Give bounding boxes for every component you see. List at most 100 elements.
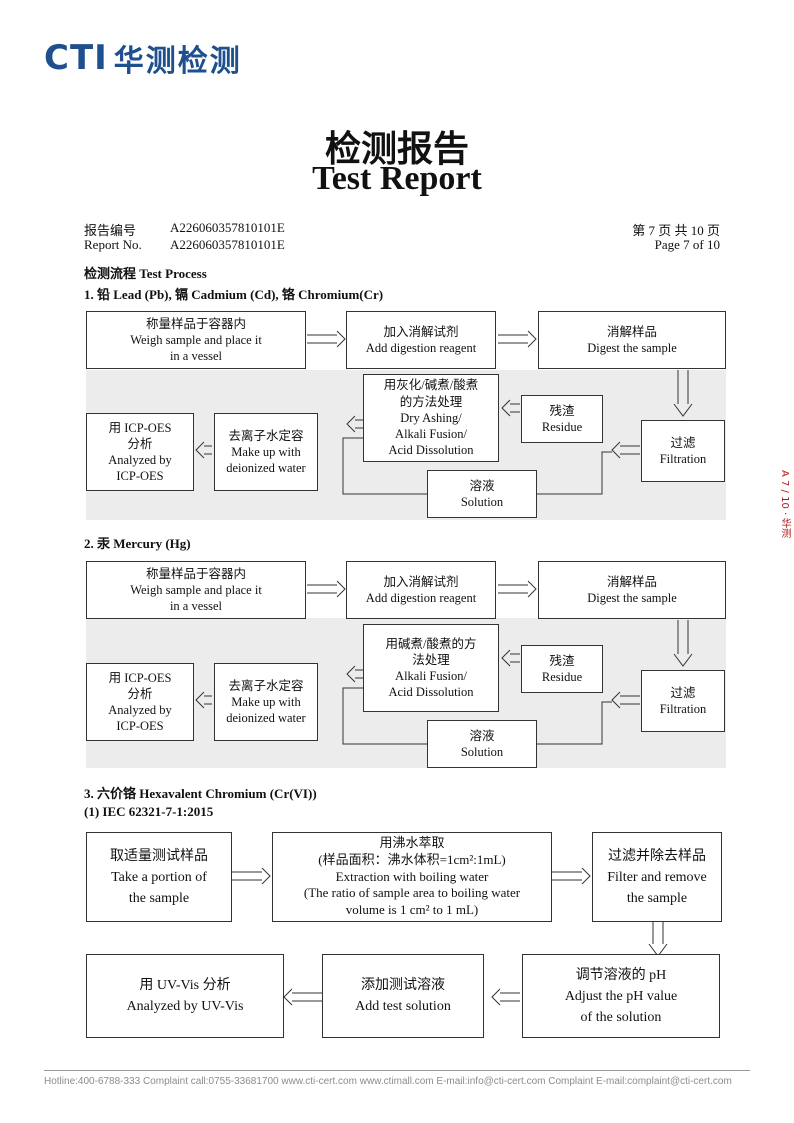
page-indicator-en: Page 7 of 10 (654, 237, 720, 252)
s1-filtration-en: Filtration (659, 452, 707, 466)
s3-extract-cn1: 用沸水萃取 (379, 834, 445, 850)
s3-extract-en2: (The ratio of sample area to boiling wat… (303, 885, 521, 901)
line-s1-sol2 (342, 437, 427, 495)
logo-name-cn: 华测检测 (113, 44, 242, 79)
s1-icp-cn2: 分析 (127, 436, 153, 451)
s2-icp-box: 用 ICP-OES 分析 Analyzed by ICP-OES (86, 663, 194, 741)
s3-ph-box: 调节溶液的 pH Adjust the pH value of the solu… (522, 954, 720, 1038)
s2-icp-cn2: 分析 (127, 686, 153, 701)
arrow-s2-1 (307, 580, 346, 598)
s1-ashing-box: 用灰化/碱煮/酸煮 的方法处理 Dry Ashing/ Alkali Fusio… (363, 374, 499, 462)
s1-icp-cn1: 用 ICP-OES (108, 420, 172, 435)
s1-ashing-en2: Alkali Fusion/ (395, 427, 467, 442)
arrow-s1-1 (307, 330, 346, 348)
s2-solution-box: 溶液 Solution (427, 720, 537, 768)
s2-ashing-en1: Alkali Fusion/ (395, 669, 467, 683)
s1-reagent-cn: 加入消解试剂 (383, 324, 459, 339)
s2-reagent-box: 加入消解试剂 Add digestion reagent (346, 561, 496, 619)
report-no-label-en: Report No. (84, 237, 142, 252)
logo-brand: CTI (44, 38, 108, 78)
s2-digest-cn: 消解样品 (606, 574, 657, 589)
s2-ashing-en2: Acid Dissolution (388, 685, 474, 700)
s2-residue-cn: 残渣 (549, 653, 575, 668)
company-logo: CTI 华测检测 (44, 36, 242, 80)
s1-residue-en: Residue (541, 420, 583, 434)
s1-filtration-cn: 过滤 (670, 435, 696, 450)
arrow-s1-res (501, 399, 520, 417)
report-no-label-cn: 报告编号 (84, 223, 137, 238)
s3-ph-cn: 调节溶液的 pH (575, 967, 667, 983)
s1-reagent-box: 加入消解试剂 Add digestion reagent (346, 311, 496, 369)
s2-solution-cn: 溶液 (469, 728, 495, 743)
s2-weigh-box: 称量样品于容器内 Weigh sample and place it in a … (86, 561, 306, 619)
s2-filtration-box: 过滤 Filtration (641, 670, 725, 732)
report-title-cn: 检测报告 (324, 128, 469, 170)
s2-water-en2: deionized water (226, 711, 306, 726)
s3-testsol-en: Add test solution (355, 999, 451, 1014)
arrow-s2-ash (346, 665, 363, 683)
s3-filter-en2: the sample (626, 890, 688, 906)
s3-extract-en1: Extraction with boiling water (335, 868, 489, 884)
s1-solution-cn: 溶液 (469, 478, 495, 493)
s1-residue-box: 残渣 Residue (521, 395, 603, 443)
s2-residue-box: 残渣 Residue (521, 645, 603, 693)
s2-reagent-en: Add digestion reagent (365, 591, 477, 605)
s3-uvvis-box: 用 UV-Vis 分析 Analyzed by UV-Vis (86, 954, 284, 1038)
report-title-en: Test Report (312, 160, 482, 197)
arrow-s3-3 (491, 988, 520, 1006)
s1-reagent-en: Add digestion reagent (365, 341, 477, 355)
s3-extract-cn2: (样品面积：沸水体积=1cm²:1mL) (318, 851, 506, 867)
s1-weigh-en2: in a vessel (169, 349, 223, 364)
footer-contact: Hotline:400-6788-333 Complaint call:0755… (44, 1076, 732, 1087)
side-seal-mark: A 7 / 10 · 华测 (779, 470, 790, 539)
page-indicator-cn: 第 7 页 共 10 页 (632, 223, 720, 238)
s1-water-en2: deionized water (226, 461, 306, 476)
footer-divider (44, 1070, 750, 1071)
s2-ashing-cn2: 法处理 (412, 652, 450, 667)
arrow-s2-filt (611, 691, 640, 709)
arrow-s1-filt (611, 441, 640, 459)
s3-filter-box: 过滤并除去样品 Filter and remove the sample (592, 832, 722, 922)
section3-subheading: (1) IEC 62321-7-1:2015 (84, 804, 214, 819)
arrow-s1-ash (346, 415, 363, 433)
s2-filtration-en: Filtration (659, 702, 707, 716)
arrow-s3-2 (552, 867, 591, 885)
section2-heading: 2. 汞 Mercury (Hg) (84, 536, 191, 551)
s1-icp-box: 用 ICP-OES 分析 Analyzed by ICP-OES (86, 413, 194, 491)
s2-digest-box: 消解样品 Digest the sample (538, 561, 726, 619)
arrow-s3-4 (283, 988, 322, 1006)
s1-residue-cn: 残渣 (549, 403, 575, 418)
s1-icp-en2: ICP-OES (116, 469, 164, 484)
s2-filtration-cn: 过滤 (670, 685, 696, 700)
s2-water-en1: Make up with (231, 694, 301, 709)
s1-solution-box: 溶液 Solution (427, 470, 537, 518)
s2-weigh-en1: Weigh sample and place it (130, 582, 262, 597)
s2-reagent-cn: 加入消解试剂 (383, 574, 459, 589)
s1-filtration-box: 过滤 Filtration (641, 420, 725, 482)
s3-testsol-box: 添加测试溶液 Add test solution (322, 954, 484, 1038)
s1-digest-en: Digest the sample (587, 341, 677, 355)
s3-portion-box: 取适量测试样品 Take a portion of the sample (86, 832, 232, 922)
arrow-s2-down (673, 620, 693, 667)
s2-icp-en2: ICP-OES (116, 719, 164, 734)
s1-water-en1: Make up with (231, 444, 301, 459)
s2-icp-en1: Analyzed by (108, 703, 172, 717)
s2-weigh-cn: 称量样品于容器内 (145, 566, 246, 581)
section1-heading: 1. 铅 Lead (Pb), 镉 Cadmium (Cd), 铬 Chromi… (84, 287, 384, 302)
s3-ph-en2: of the solution (580, 1009, 662, 1025)
arrow-s3-1 (232, 867, 271, 885)
s2-digest-en: Digest the sample (587, 591, 677, 605)
s1-weigh-cn: 称量样品于容器内 (145, 316, 246, 331)
arrow-s1-down (673, 370, 693, 417)
arrow-s2-water (195, 691, 212, 709)
s1-weigh-box: 称量样品于容器内 Weigh sample and place it in a … (86, 311, 306, 369)
section3-heading: 3. 六价铬 Hexavalent Chromium (Cr(VI)) (84, 786, 317, 801)
line-s2-sol2 (342, 687, 427, 745)
report-no-en: A226060357810101E (170, 237, 285, 252)
s2-ashing-box: 用碱煮/酸煮的方 法处理 Alkali Fusion/ Acid Dissolu… (363, 624, 499, 712)
s3-portion-cn: 取适量测试样品 (110, 848, 208, 864)
s2-ashing-cn1: 用碱煮/酸煮的方 (385, 636, 477, 651)
s2-weigh-en2: in a vessel (169, 599, 223, 614)
s3-uvvis-cn: 用 UV-Vis 分析 (139, 978, 231, 993)
s2-water-cn: 去离子水定容 (228, 678, 304, 693)
